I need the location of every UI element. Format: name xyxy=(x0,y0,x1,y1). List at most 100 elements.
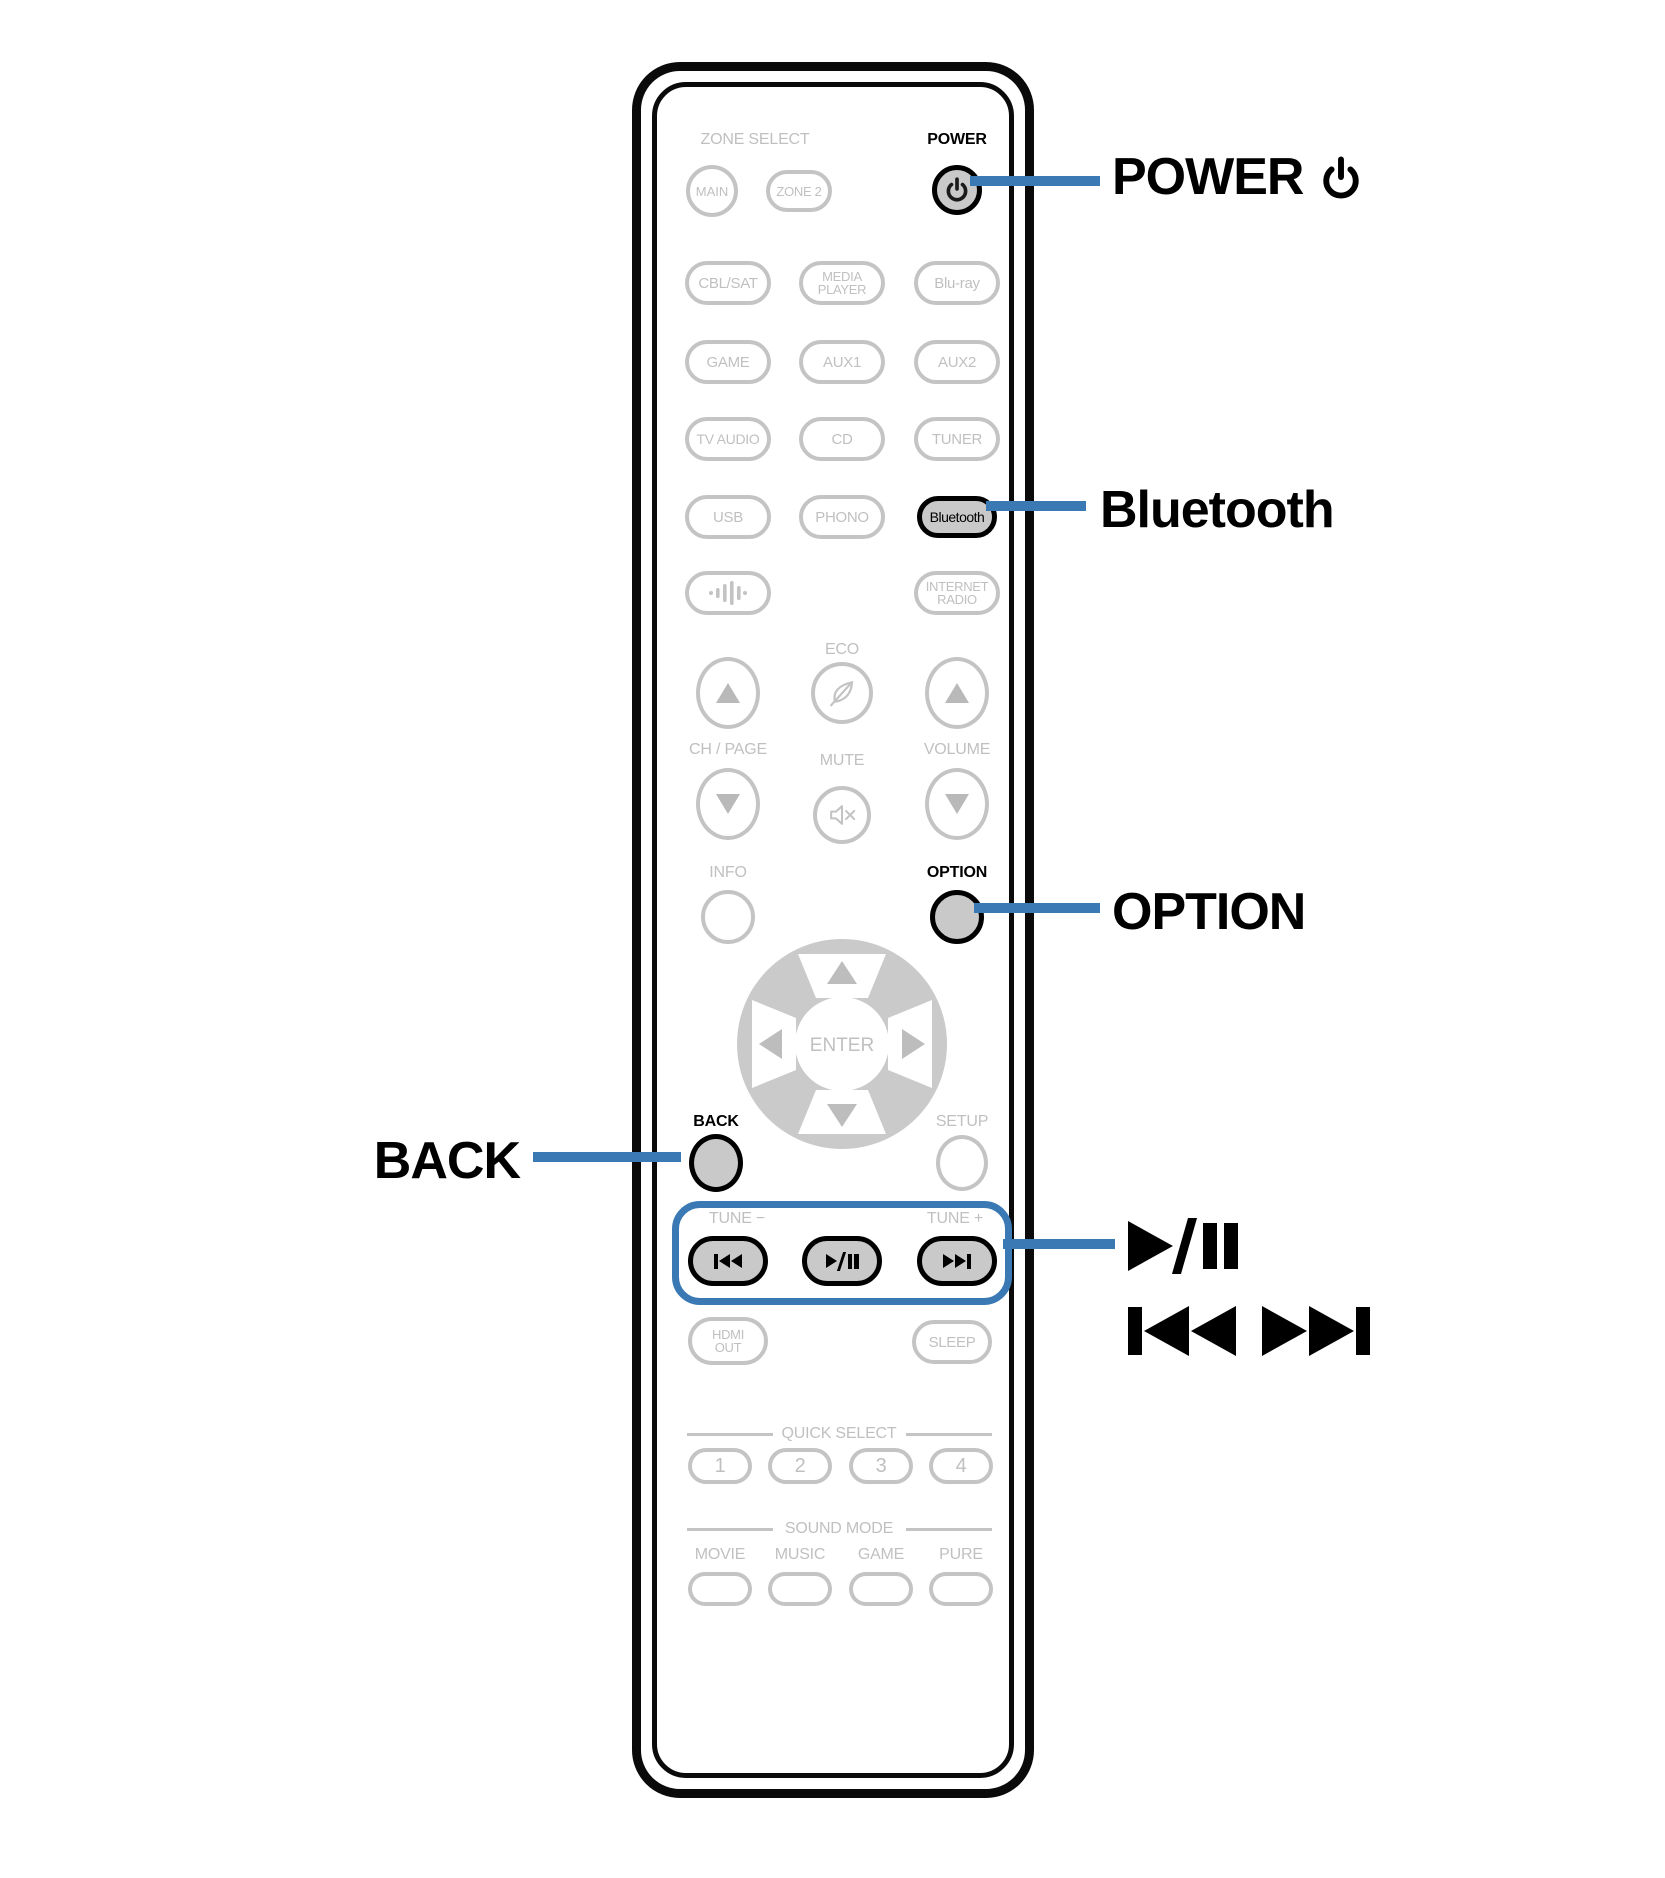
channel-up-button[interactable] xyxy=(696,657,760,729)
quick-select-4-button[interactable]: 4 xyxy=(929,1448,993,1484)
play-pause-button[interactable] xyxy=(802,1236,882,1286)
skip-forward-button[interactable] xyxy=(917,1236,997,1286)
skip-forward-icon xyxy=(943,1253,971,1269)
divider-line xyxy=(906,1433,992,1436)
option-label: OPTION xyxy=(926,864,988,881)
info-label: INFO xyxy=(709,864,747,881)
cbl-sat-label: CBL/SAT xyxy=(698,274,758,292)
sleep-label: SLEEP xyxy=(928,1333,976,1351)
divider-line xyxy=(906,1528,992,1531)
quick-select-3-button[interactable]: 3 xyxy=(849,1448,913,1484)
bluetooth-callout-line xyxy=(986,501,1086,511)
cursor-right-icon xyxy=(902,1029,925,1059)
hdmi-out-label: HDMI OUT xyxy=(711,1326,745,1355)
skip-forward-glyph xyxy=(1262,1306,1370,1356)
tuner-label: TUNER xyxy=(931,430,983,448)
usb-label: USB xyxy=(713,508,743,526)
divider-line xyxy=(687,1528,773,1531)
back-callout-line xyxy=(533,1152,681,1162)
bluetooth-button-label: Bluetooth xyxy=(929,509,985,525)
phono-button[interactable]: PHONO xyxy=(799,495,885,539)
option-button[interactable] xyxy=(930,890,984,944)
sleep-button[interactable]: SLEEP xyxy=(912,1320,992,1364)
quick-select-2-button[interactable]: 2 xyxy=(768,1448,832,1484)
main-zone-button[interactable]: MAIN xyxy=(686,165,738,217)
power-icon xyxy=(1323,156,1360,199)
skip-back-glyph xyxy=(1128,1306,1236,1356)
power-callout-label: POWER xyxy=(1112,148,1304,206)
internet-radio-label: INTERNET RADIO xyxy=(925,578,989,607)
mute-button[interactable] xyxy=(813,786,871,844)
ch-page-label: CH / PAGE xyxy=(689,741,767,758)
back-callout-label: BACK xyxy=(373,1132,521,1190)
up-triangle-icon xyxy=(716,683,740,703)
power-label: POWER xyxy=(927,131,987,148)
skip-callout xyxy=(1128,1306,1370,1356)
usb-button[interactable]: USB xyxy=(685,495,771,539)
back-button[interactable] xyxy=(689,1134,743,1192)
play-pause-icon xyxy=(825,1251,859,1271)
play-pause-callout xyxy=(1128,1218,1238,1274)
internet-radio-button[interactable]: INTERNET RADIO xyxy=(914,571,1000,615)
game-label: GAME xyxy=(706,353,750,371)
eco-label: ECO xyxy=(824,641,860,658)
main-zone-label: MAIN xyxy=(695,183,729,199)
quick-select-2-label: 2 xyxy=(794,1454,806,1477)
cbl-sat-button[interactable]: CBL/SAT xyxy=(685,261,771,305)
cursor-down-icon xyxy=(827,1104,857,1127)
cursor-left-icon xyxy=(759,1029,782,1059)
media-player-label: MEDIA PLAYER xyxy=(817,268,867,297)
network-audio-bars-icon xyxy=(709,581,747,605)
bluetooth-callout: Bluetooth xyxy=(1100,480,1335,540)
quick-select-label: QUICK SELECT xyxy=(781,1425,897,1442)
game-button[interactable]: GAME xyxy=(685,340,771,384)
tuner-button[interactable]: TUNER xyxy=(914,417,1000,461)
eco-button[interactable] xyxy=(811,662,873,724)
tune-minus-label: TUNE − xyxy=(708,1210,766,1227)
blu-ray-button[interactable]: Blu-ray xyxy=(914,261,1000,305)
aux1-button[interactable]: AUX1 xyxy=(799,340,885,384)
power-button[interactable] xyxy=(932,165,982,215)
play-pause-callout-line xyxy=(1003,1239,1115,1249)
pure-label: PURE xyxy=(939,1546,983,1563)
bluetooth-button[interactable]: Bluetooth xyxy=(917,496,997,538)
eco-leaf-icon xyxy=(829,680,854,707)
volume-up-button[interactable] xyxy=(925,657,989,729)
pure-button[interactable] xyxy=(929,1572,993,1606)
movie-button[interactable] xyxy=(688,1572,752,1606)
quick-select-3-label: 3 xyxy=(875,1454,887,1477)
media-player-button[interactable]: MEDIA PLAYER xyxy=(799,261,885,305)
volume-label: VOLUME xyxy=(923,741,991,758)
cd-button[interactable]: CD xyxy=(799,417,885,461)
volume-down-button[interactable] xyxy=(925,768,989,840)
transport-highlight-box xyxy=(672,1201,1012,1305)
cd-label: CD xyxy=(831,430,853,448)
down-triangle-icon xyxy=(945,794,969,814)
aux2-button[interactable]: AUX2 xyxy=(914,340,1000,384)
info-button[interactable] xyxy=(701,890,755,944)
hdmi-out-button[interactable]: HDMI OUT xyxy=(688,1317,768,1365)
zone2-button[interactable]: ZONE 2 xyxy=(766,170,832,212)
skip-back-button[interactable] xyxy=(688,1236,768,1286)
power-icon xyxy=(946,177,968,202)
bluetooth-callout-label: Bluetooth xyxy=(1100,481,1335,539)
aux2-label: AUX2 xyxy=(938,353,976,371)
heos-network-audio-button[interactable] xyxy=(685,571,771,615)
skip-back-icon xyxy=(714,1253,742,1269)
quick-select-1-label: 1 xyxy=(714,1454,726,1477)
up-triangle-icon xyxy=(945,683,969,703)
music-button[interactable] xyxy=(768,1572,832,1606)
cursor-pad[interactable]: ENTER xyxy=(732,934,952,1154)
music-label: MUSIC xyxy=(774,1546,826,1563)
down-triangle-icon xyxy=(716,794,740,814)
game-mode-button[interactable] xyxy=(849,1572,913,1606)
tune-plus-label: TUNE + xyxy=(926,1210,984,1227)
tv-audio-button[interactable]: TV AUDIO xyxy=(685,417,771,461)
divider-line xyxy=(687,1433,773,1436)
channel-down-button[interactable] xyxy=(696,768,760,840)
quick-select-1-button[interactable]: 1 xyxy=(688,1448,752,1484)
mute-label: MUTE xyxy=(819,752,865,769)
setup-button[interactable] xyxy=(936,1135,988,1191)
movie-label: MOVIE xyxy=(694,1546,746,1563)
